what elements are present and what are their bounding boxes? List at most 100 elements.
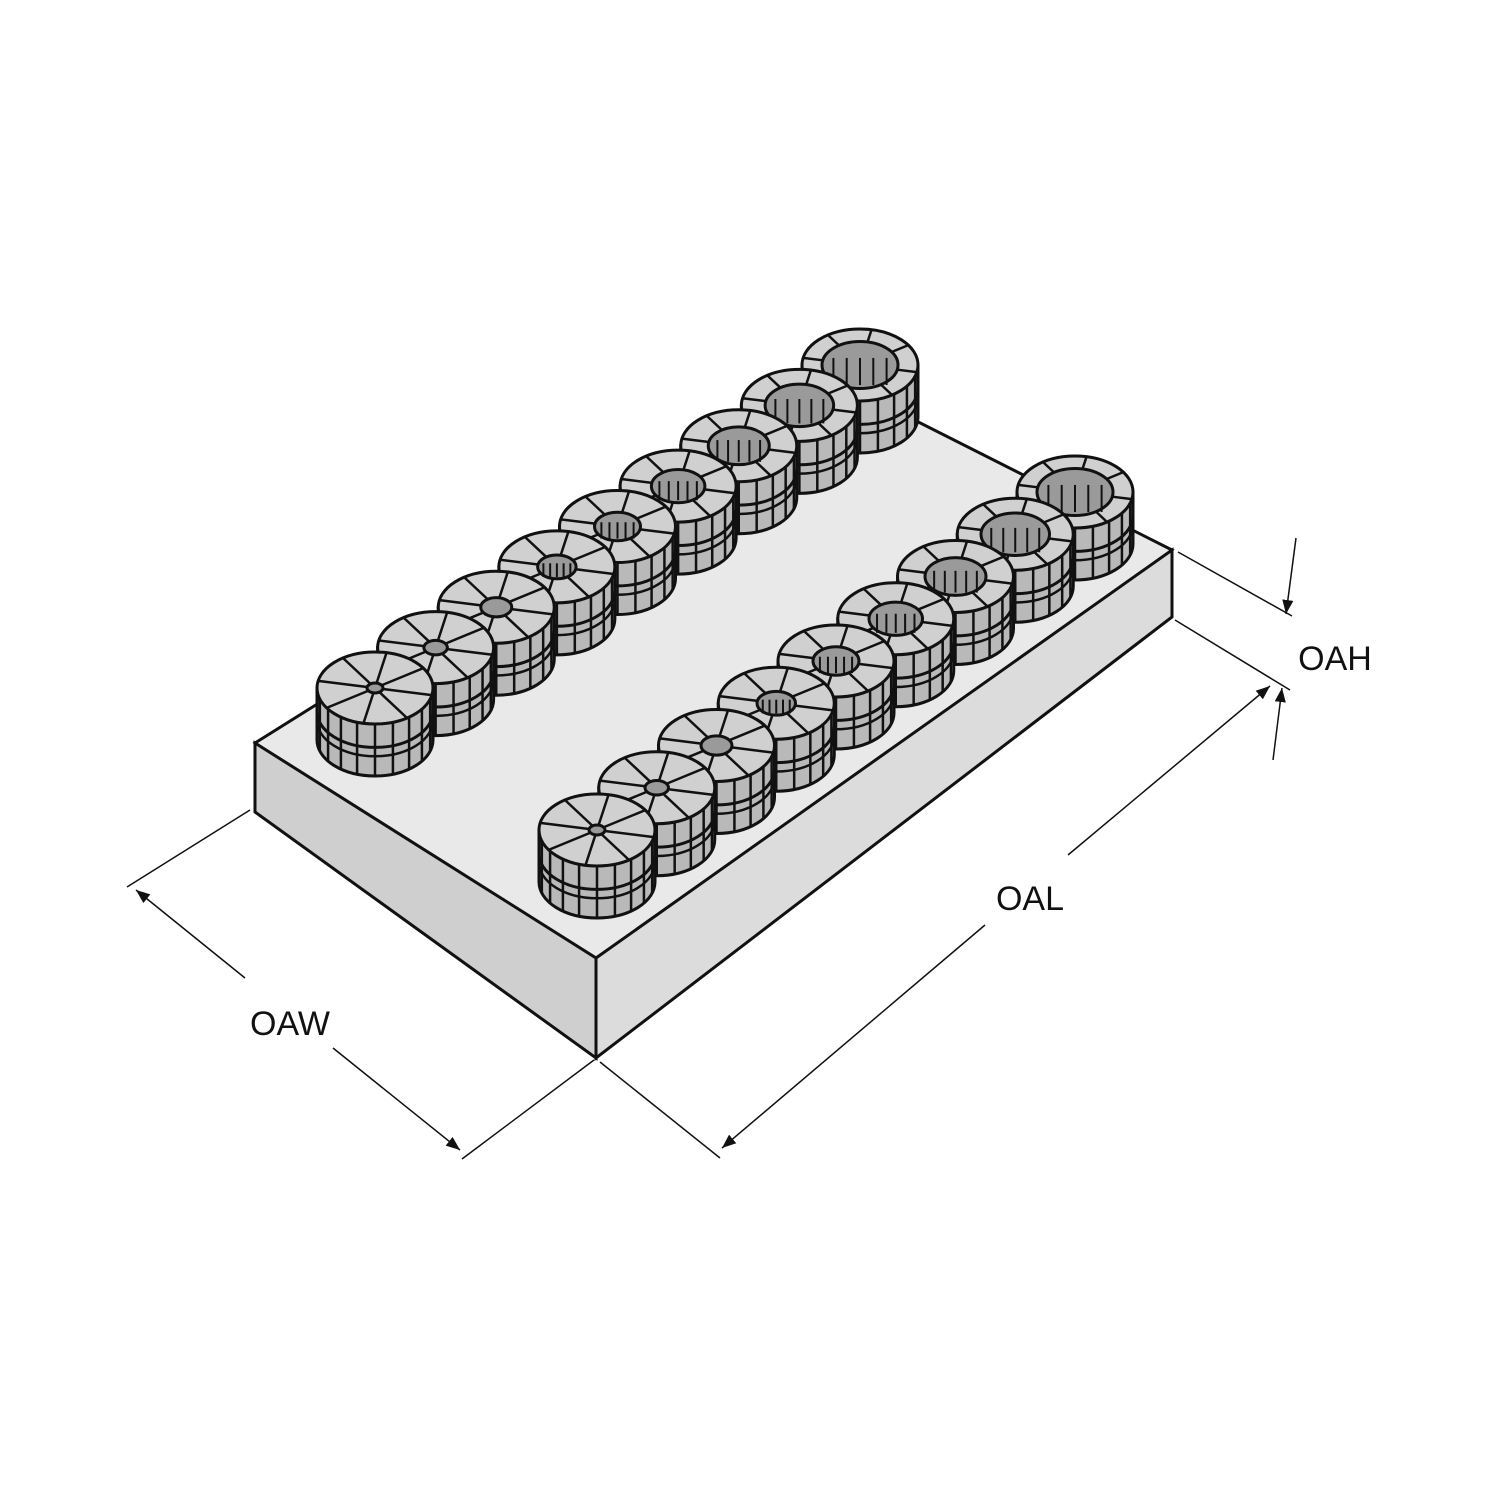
collet-radial-slit <box>621 477 653 485</box>
collet-radial-slit <box>1020 498 1028 514</box>
collet-radial-slit <box>503 614 530 639</box>
collet-radial-slit <box>891 343 909 354</box>
collet-radial-slit <box>1043 513 1065 524</box>
collet-bore <box>479 596 514 619</box>
collet-radial-slit <box>441 652 469 679</box>
collet-radial-slit <box>604 829 654 839</box>
collet-radial-slit <box>499 558 539 566</box>
collet-radial-slit <box>572 545 606 562</box>
collet-radial-slit <box>620 490 631 513</box>
oaw-dimension-line-lower <box>332 1047 461 1151</box>
collet-radial-slit <box>564 799 594 827</box>
collet-radial-slit <box>463 576 489 601</box>
collet-radial-slit <box>1033 551 1049 566</box>
collet-radial-slit <box>540 821 590 831</box>
oah-extension-line-top <box>1177 551 1293 617</box>
collet-radial-slit <box>803 630 825 651</box>
collet-radial-slit <box>439 598 482 607</box>
collet-radial-slit <box>682 450 691 471</box>
collet-bore <box>365 681 385 695</box>
collet-radial-slit <box>743 410 752 428</box>
collet-radial-slit <box>922 545 940 562</box>
collet-radial-slit <box>854 639 885 655</box>
collet-radial-slit <box>838 610 870 617</box>
oal-dimension-line-lower <box>721 924 986 1149</box>
collet-radial-slit <box>971 591 989 608</box>
collet-radial-slit <box>681 437 710 444</box>
collet-radial-slit <box>719 694 758 703</box>
collet-radial-slit <box>917 597 945 611</box>
collet-group <box>315 327 1135 920</box>
collet-radial-slit <box>866 329 873 343</box>
oah-label: OAH <box>1298 640 1372 678</box>
collet-radial-slit <box>718 709 730 737</box>
collet-radial-slit <box>731 746 774 754</box>
collet-radial-slit <box>728 724 766 742</box>
collet-radial-slit <box>402 616 430 643</box>
collet-radial-slit <box>909 631 929 650</box>
collet-radial-slit <box>768 448 796 455</box>
collet-radial-slit <box>958 525 982 532</box>
collet-radial-slit <box>839 625 849 648</box>
collet-radial-slit <box>548 831 591 852</box>
collet-radial-slit <box>318 679 368 689</box>
collet-radial-slit <box>898 568 926 574</box>
collet-radial-slit <box>827 384 849 395</box>
collet-bore <box>422 638 449 657</box>
collet-bore <box>643 778 670 797</box>
collet-radial-slit <box>705 414 723 431</box>
collet-radial-slit <box>921 620 953 628</box>
collet-radial-slit <box>362 692 375 724</box>
collet-radial-slit <box>668 787 714 797</box>
collet-radial-slit <box>508 586 546 604</box>
collet-radial-slit <box>378 691 408 719</box>
collet-radial-slit <box>778 652 814 660</box>
collet-radial-slit <box>381 666 424 687</box>
collet-radial-slit <box>858 662 894 670</box>
collet-radial-slit <box>847 671 869 692</box>
collet-radial-slit <box>444 626 485 645</box>
collet-radial-slit <box>804 369 813 385</box>
oah-dimension: OAH <box>1177 537 1372 761</box>
collet-radial-slit <box>832 408 857 414</box>
collet-radial-slit <box>980 555 1005 568</box>
collet-radial-slit <box>724 752 750 777</box>
collet-radial-slit <box>1106 470 1124 481</box>
collet-radial-slit <box>436 611 449 641</box>
oah-dimension-line-upper <box>1282 537 1297 615</box>
collet-radial-slit <box>639 528 675 535</box>
collet-radial-slit <box>600 833 630 861</box>
collet-radial-slit <box>629 537 651 558</box>
collet-radial-slit <box>326 689 369 710</box>
collet-radial-slit <box>603 808 646 829</box>
collet-radial-slit <box>778 667 789 692</box>
collet-radial-slit <box>1042 461 1055 474</box>
collet-radial-slit <box>791 682 826 698</box>
oaw-label: OAW <box>250 1005 330 1043</box>
collet-radial-slit <box>559 531 570 556</box>
collet-radial-slit <box>511 607 554 616</box>
collet-radial-slit <box>662 792 690 819</box>
collet-radial-slit <box>742 396 766 403</box>
collet-radial-slit <box>523 535 548 558</box>
collet-radial-slit <box>623 756 652 783</box>
oaw-dimension: OAW <box>126 809 595 1160</box>
collet-radial-slit <box>659 737 702 745</box>
collet-radial-slit <box>446 647 493 657</box>
collet-radial-slit <box>1017 483 1038 489</box>
collet-radial-slit <box>862 587 882 606</box>
collet-radial-slit <box>960 540 969 559</box>
collet-radial-slit <box>786 712 810 735</box>
collet-radial-slit <box>382 687 432 697</box>
collet-radial-slit <box>1112 495 1133 501</box>
collet-radial-slit <box>599 779 646 788</box>
collet-radial-slit <box>794 704 834 712</box>
oal-dimension: OAL <box>599 619 1291 1159</box>
collet-radial-slit <box>743 672 767 695</box>
collet-radial-slit <box>985 579 1013 585</box>
collet-radial-slit <box>1081 456 1088 470</box>
collet-radial-slit <box>666 766 706 785</box>
collet-radial-slit <box>699 465 727 479</box>
collet-bore <box>699 734 734 757</box>
collet-radial-slit <box>1048 537 1073 543</box>
